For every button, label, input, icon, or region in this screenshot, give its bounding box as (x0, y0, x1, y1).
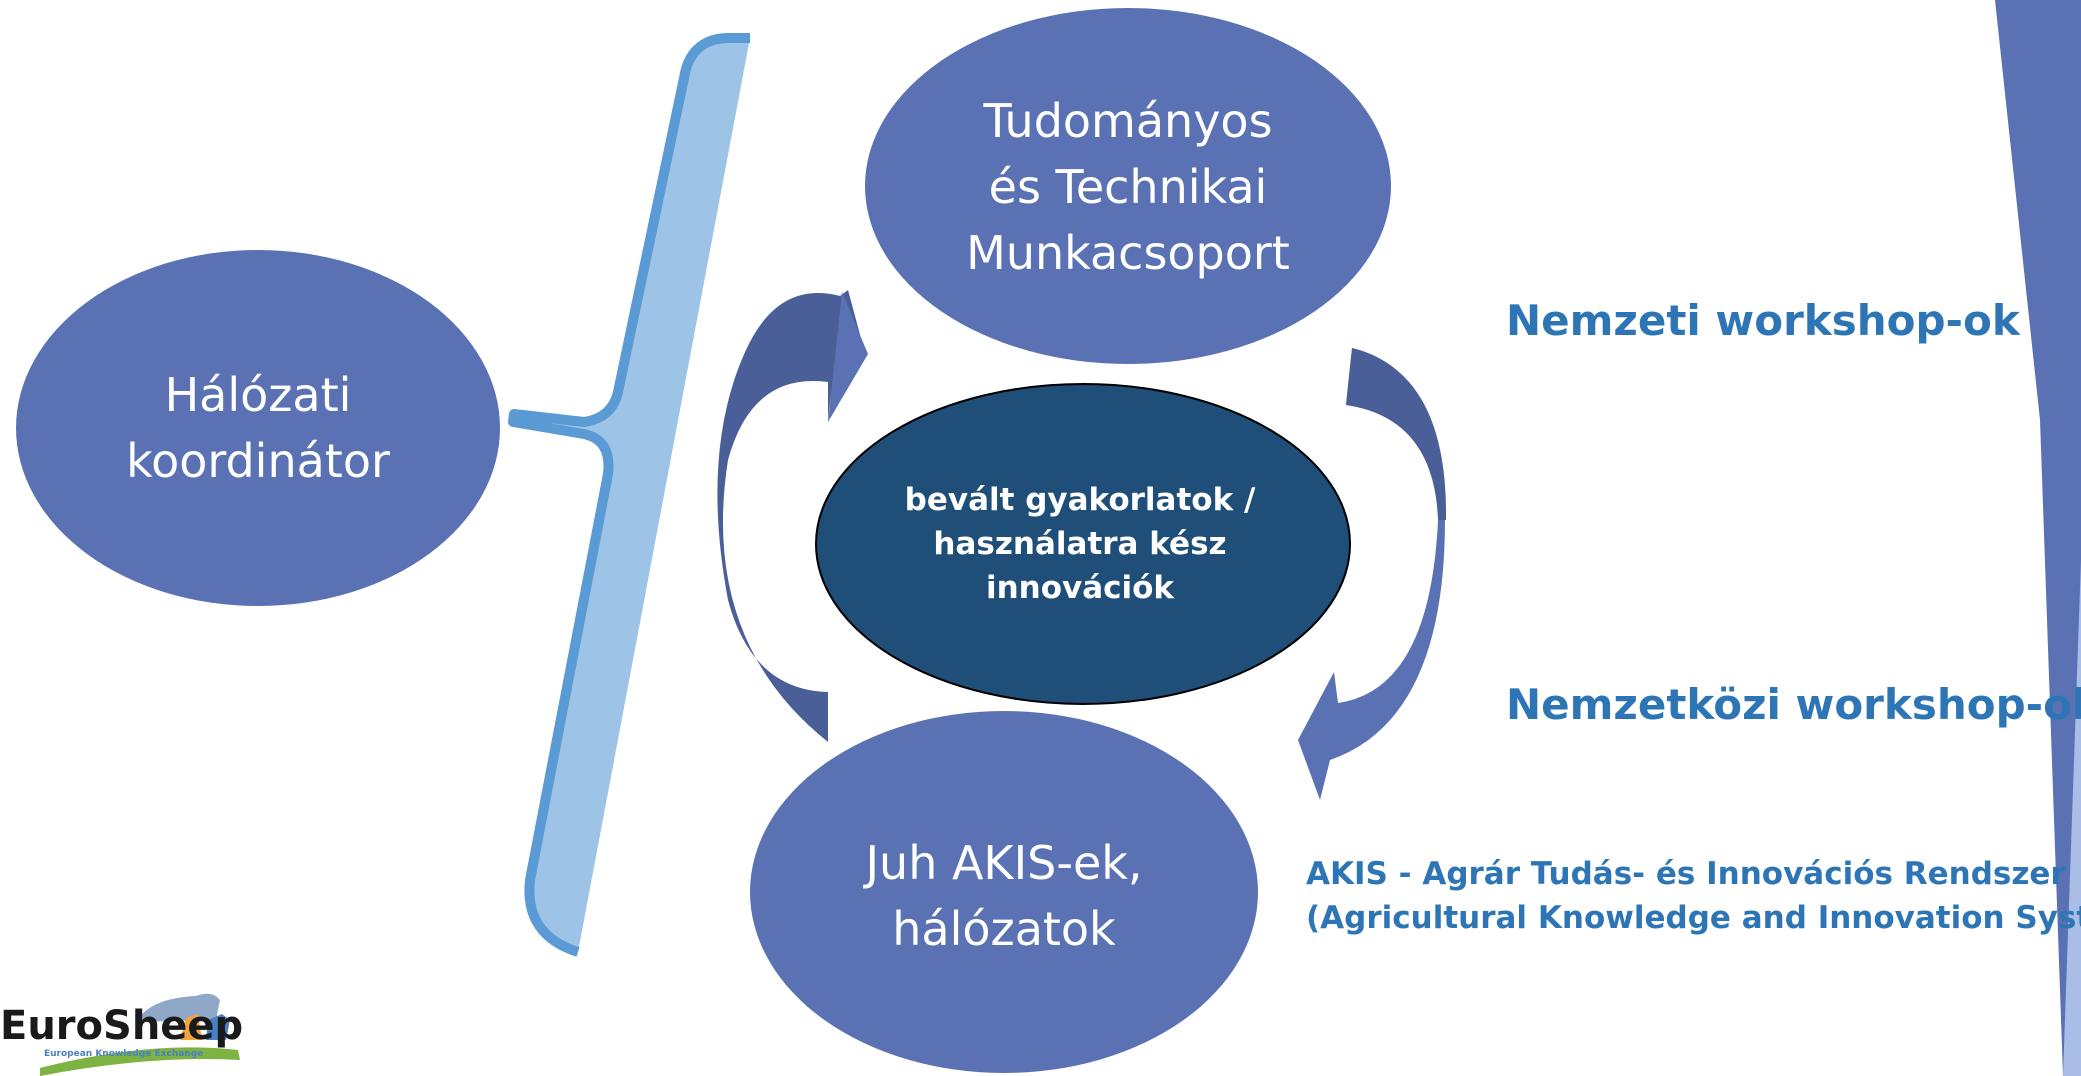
bracket (508, 33, 750, 957)
coordinator-label: Hálózati koordinátor (126, 368, 390, 488)
right-decor-panel (1995, 0, 2081, 1076)
cycle-arrow-left (717, 290, 866, 742)
logo-name: EuroSheep (0, 1003, 244, 1049)
eurosheep-logo-graphic (40, 993, 240, 1076)
national-workshops-label: Nemzeti workshop-ok (1506, 296, 2020, 345)
akis-networks-ellipse (750, 711, 1258, 1073)
tech-group-label: Tudományos és Technikai Munkacsoport (966, 94, 1290, 280)
akis-definition-line1: AKIS - Agrár Tudás- és Innovációs Rendsz… (1306, 856, 2066, 892)
akis-definition-line2: (Agricultural Knowledge and Innovation S… (1306, 900, 2081, 936)
right-decor-panel-light (2063, 560, 2081, 1076)
akis-networks-label: Juh AKIS-ek, hálózatok (865, 836, 1143, 956)
international-workshops-label: Nemzetközi workshop-ok (1506, 680, 2081, 729)
logo-tagline: European Knowledge Exchange (44, 1049, 204, 1059)
coordinator-ellipse (16, 250, 500, 606)
center-ellipse (815, 383, 1351, 705)
center-label: bevált gyakorlatok / használatra kész in… (904, 482, 1256, 606)
tech-group-ellipse (865, 8, 1391, 364)
cycle-arrow-right-top (1346, 348, 1447, 520)
cycle-arrow-right (1298, 348, 1445, 800)
cycle-arrow-left-head (828, 292, 868, 422)
